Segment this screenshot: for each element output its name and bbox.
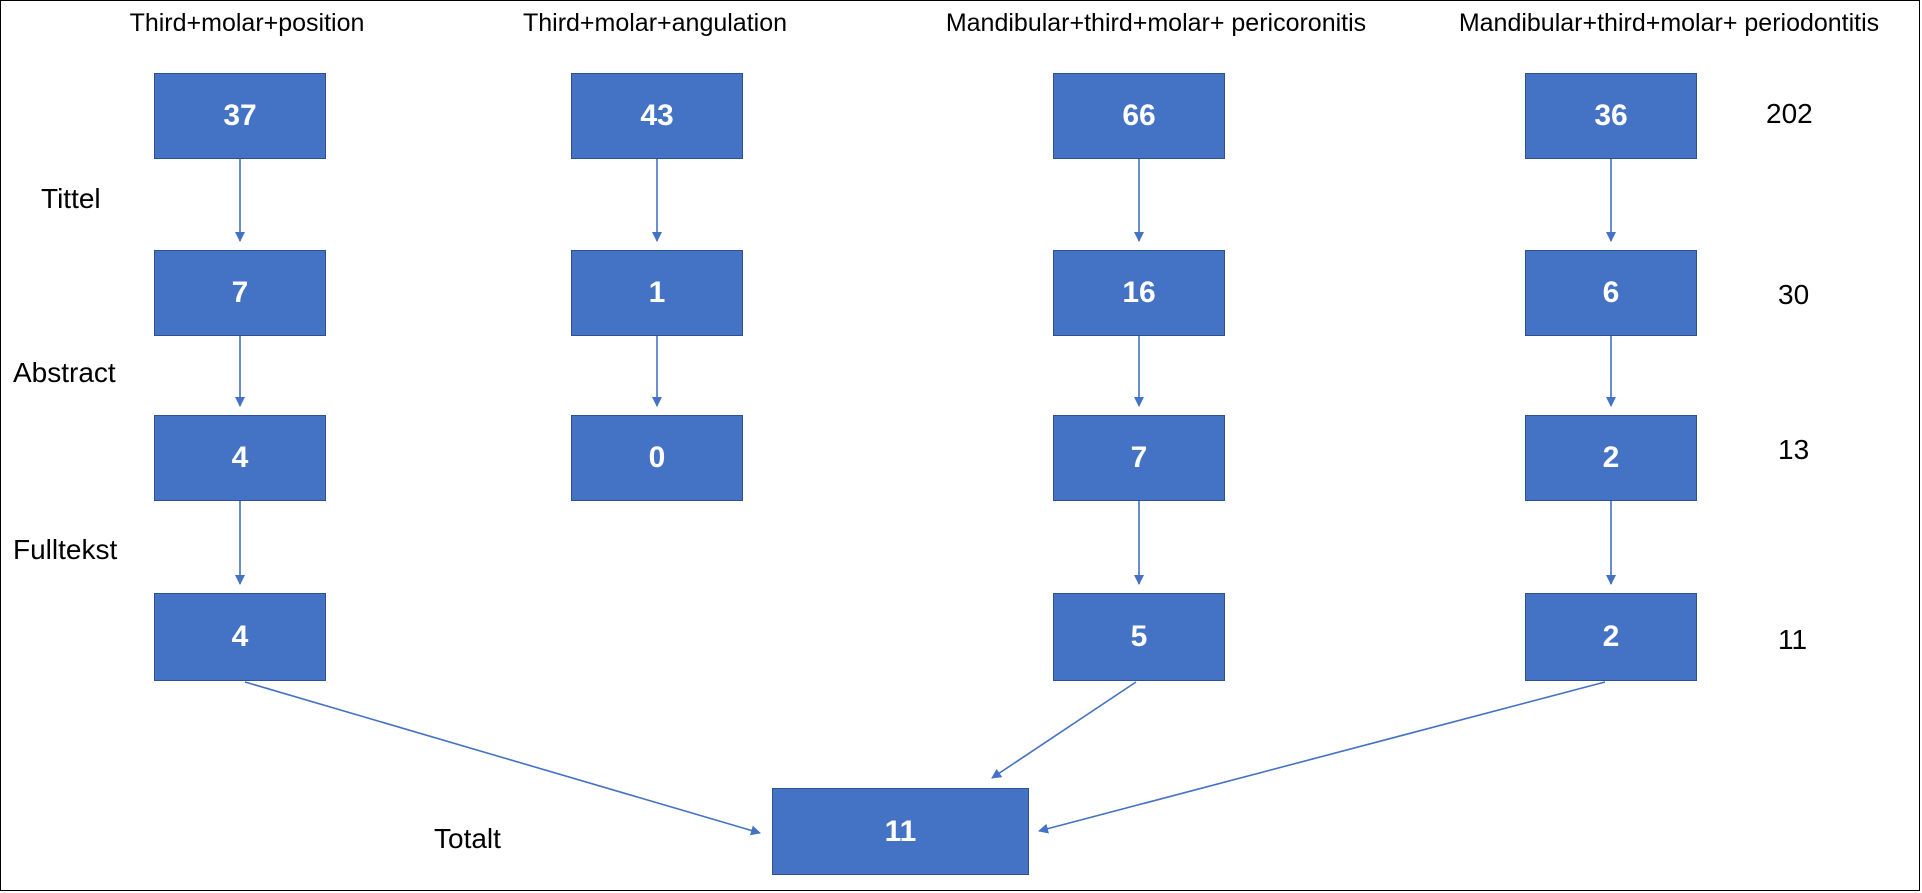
row-label-totalt: Totalt — [434, 823, 501, 854]
column-title-angulation: Third+molar+angulation — [522, 9, 788, 37]
arrow-position-to-total — [244, 681, 761, 836]
box-periodontitis-fulltext: 2 — [1525, 593, 1697, 681]
box-final-total: 11 — [772, 788, 1029, 875]
row-label-abstract: Abstract — [13, 357, 116, 388]
box-position-search: 37 — [154, 73, 326, 159]
box-position-title: 7 — [154, 250, 326, 336]
box-angulation-abstract: 0 — [571, 415, 743, 501]
column-title-position: Third+molar+position — [129, 9, 365, 37]
box-angulation-search: 43 — [571, 73, 743, 159]
box-pericoronitis-title: 16 — [1053, 250, 1225, 336]
row-total-tittel: 202 — [1766, 98, 1813, 129]
box-position-abstract: 4 — [154, 415, 326, 501]
box-pericoronitis-search: 66 — [1053, 73, 1225, 159]
row-total-abstract: 30 — [1778, 279, 1810, 310]
box-periodontitis-abstract: 2 — [1525, 415, 1697, 501]
row-total-fulltekst: 13 — [1778, 434, 1810, 465]
box-position-fulltext: 4 — [154, 593, 326, 681]
row-label-fulltekst: Fulltekst — [13, 534, 118, 565]
arrow-pericoronitis-to-total — [991, 681, 1137, 779]
box-periodontitis-title: 6 — [1525, 250, 1697, 336]
column-title-pericoronitis: Mandibular+third+molar+ pericoronitis — [945, 9, 1367, 37]
box-periodontitis-search: 36 — [1525, 73, 1697, 159]
arrow-periodontitis-to-total — [1038, 681, 1606, 834]
box-angulation-title: 1 — [571, 250, 743, 336]
column-title-periodontitis: Mandibular+third+molar+ periodontitis — [1458, 9, 1880, 37]
row-total-final: 11 — [1778, 624, 1808, 655]
row-label-tittel: Tittel — [41, 183, 101, 214]
box-pericoronitis-abstract: 7 — [1053, 415, 1225, 501]
box-pericoronitis-fulltext: 5 — [1053, 593, 1225, 681]
